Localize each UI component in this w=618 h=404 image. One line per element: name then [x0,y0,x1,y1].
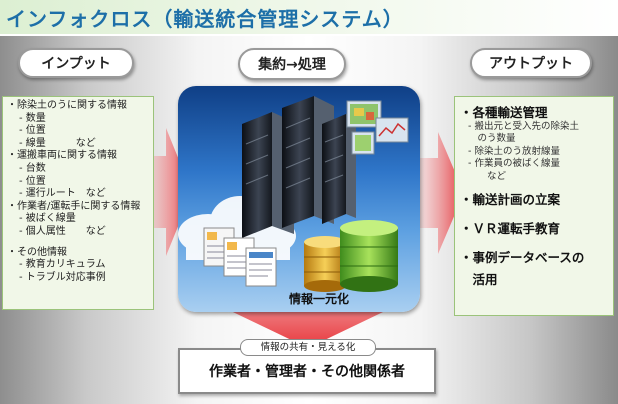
input-list-item: - 数量 [19,112,46,124]
output-item-case-database-cont: 活用 [460,272,498,288]
output-subitem: のう数量 [468,133,516,145]
output-item-transport-plan: ・輸送計画の立案 [460,192,561,208]
share-label: 情報の共有・見える化 [240,339,376,356]
output-subitem: - 作業員の被ばく線量 [468,158,560,170]
monitor-icon [346,100,409,155]
input-list-item: - 被ばく線量 [19,213,76,225]
input-list-heading [7,239,151,247]
input-list-box: ・除染土のうに関する情報- 数量- 位置- 線量 など・運搬車両に関する情報- … [2,96,154,310]
input-list-item: - 位置 [19,125,46,137]
output-item-transport-management: ・各種輸送管理 [460,105,548,120]
arrow-down-icon [212,302,404,348]
database-icon [304,220,398,292]
input-list-item: - 個人属性 など [19,225,106,237]
output-label: アウトプット [470,48,592,78]
input-list: ・除染土のうに関する情報- 数量- 位置- 線量 など・運搬車両に関する情報- … [7,100,151,284]
output-item-case-database: ・事例データベースの [460,250,585,266]
input-list-heading: ・除染土のうに関する情報 [7,100,127,111]
input-list-item: - トラブル対応事例 [19,271,106,283]
output-subitem: - 搬出元と受入先の除染土 [468,121,579,132]
arrow-right-icon [148,128,192,256]
title-bar [0,0,618,34]
input-label: インプット [18,48,134,78]
input-list-item: - 教育カリキュラム [19,259,106,271]
input-list-heading: ・その他情報 [7,246,67,258]
output-subitem: など [468,170,507,182]
arrow-right-icon [420,132,464,254]
output-list-box: ・各種輸送管理 - 搬出元と受入先の除染土 のう数量- 除染土のう放射線量- 作… [454,96,614,316]
input-list-item: - 位置 [19,175,46,187]
unify-label: 情報一元化 [288,292,349,306]
input-list-item: - 運行ルート など [19,188,106,200]
center-illustration: 情報一元化 [178,86,420,312]
process-label: 集約→処理 [238,48,346,80]
output-item-vr-training: ・ＶＲ運転手教育 [460,221,561,237]
stakeholders-label: 作業者・管理者・その他関係者 [209,364,405,380]
input-list-heading: ・運搬車両に関する情報 [7,150,117,162]
output-sublist: - 搬出元と受入先の除染土 のう数量- 除染土のう放射線量- 作業員の被ばく線量… [460,121,611,183]
input-list-item: - 台数 [19,162,46,174]
input-list-item: - 線量 など [19,137,96,149]
output-subitem: - 除染土のう放射線量 [468,145,560,157]
input-list-heading: ・作業者/運転手に関する情報 [7,200,141,212]
document-icon [203,227,277,287]
page-title: インフォクロス（輸送統合管理システム） [6,7,404,31]
